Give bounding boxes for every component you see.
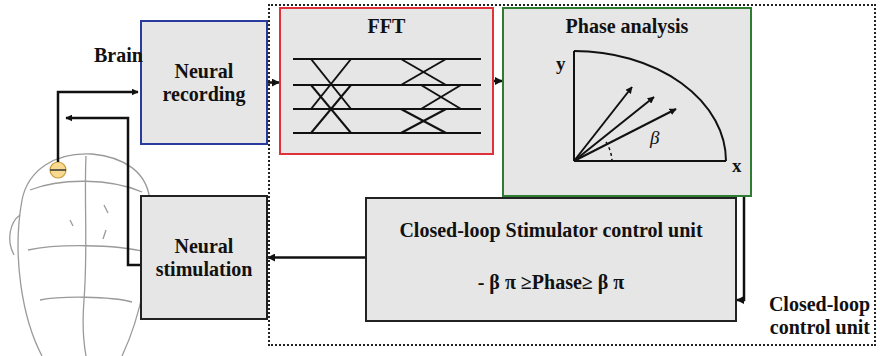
skull-outline (10, 154, 162, 356)
node-title: Closed-loop Stimulator control unit (373, 219, 729, 242)
process-box: Neural stimulation (140, 195, 268, 320)
process-box: Neural recording (140, 20, 268, 145)
node-text: y (556, 53, 566, 75)
region-label: Brain (94, 44, 143, 67)
node-title: Phase analysis (504, 15, 750, 38)
electrode (50, 162, 66, 178)
node-title: FFT (281, 15, 492, 38)
recording-wire (58, 92, 138, 162)
node-text: - β π ≥Phase≥ β π (373, 271, 729, 294)
arrow-connector (737, 197, 744, 300)
group-region: Closed-loop control unit FFT Phase analysi… (268, 4, 876, 346)
node-text: β (650, 127, 659, 149)
process-box: FFT (279, 7, 494, 155)
arrow-connector (494, 80, 502, 83)
node-title: Neural recording (142, 60, 266, 106)
node-text: x (732, 155, 742, 177)
stimulation-wire (66, 118, 140, 265)
process-box: Phase analysis y x β (502, 7, 752, 197)
arrow-connector (268, 256, 365, 259)
electrode-bar (50, 169, 66, 171)
node-title: Neural stimulation (142, 235, 266, 281)
node-title: Closed-loop control unit (748, 292, 872, 340)
process-box: Closed-loop Stimulator control unit - β π… (365, 197, 737, 322)
